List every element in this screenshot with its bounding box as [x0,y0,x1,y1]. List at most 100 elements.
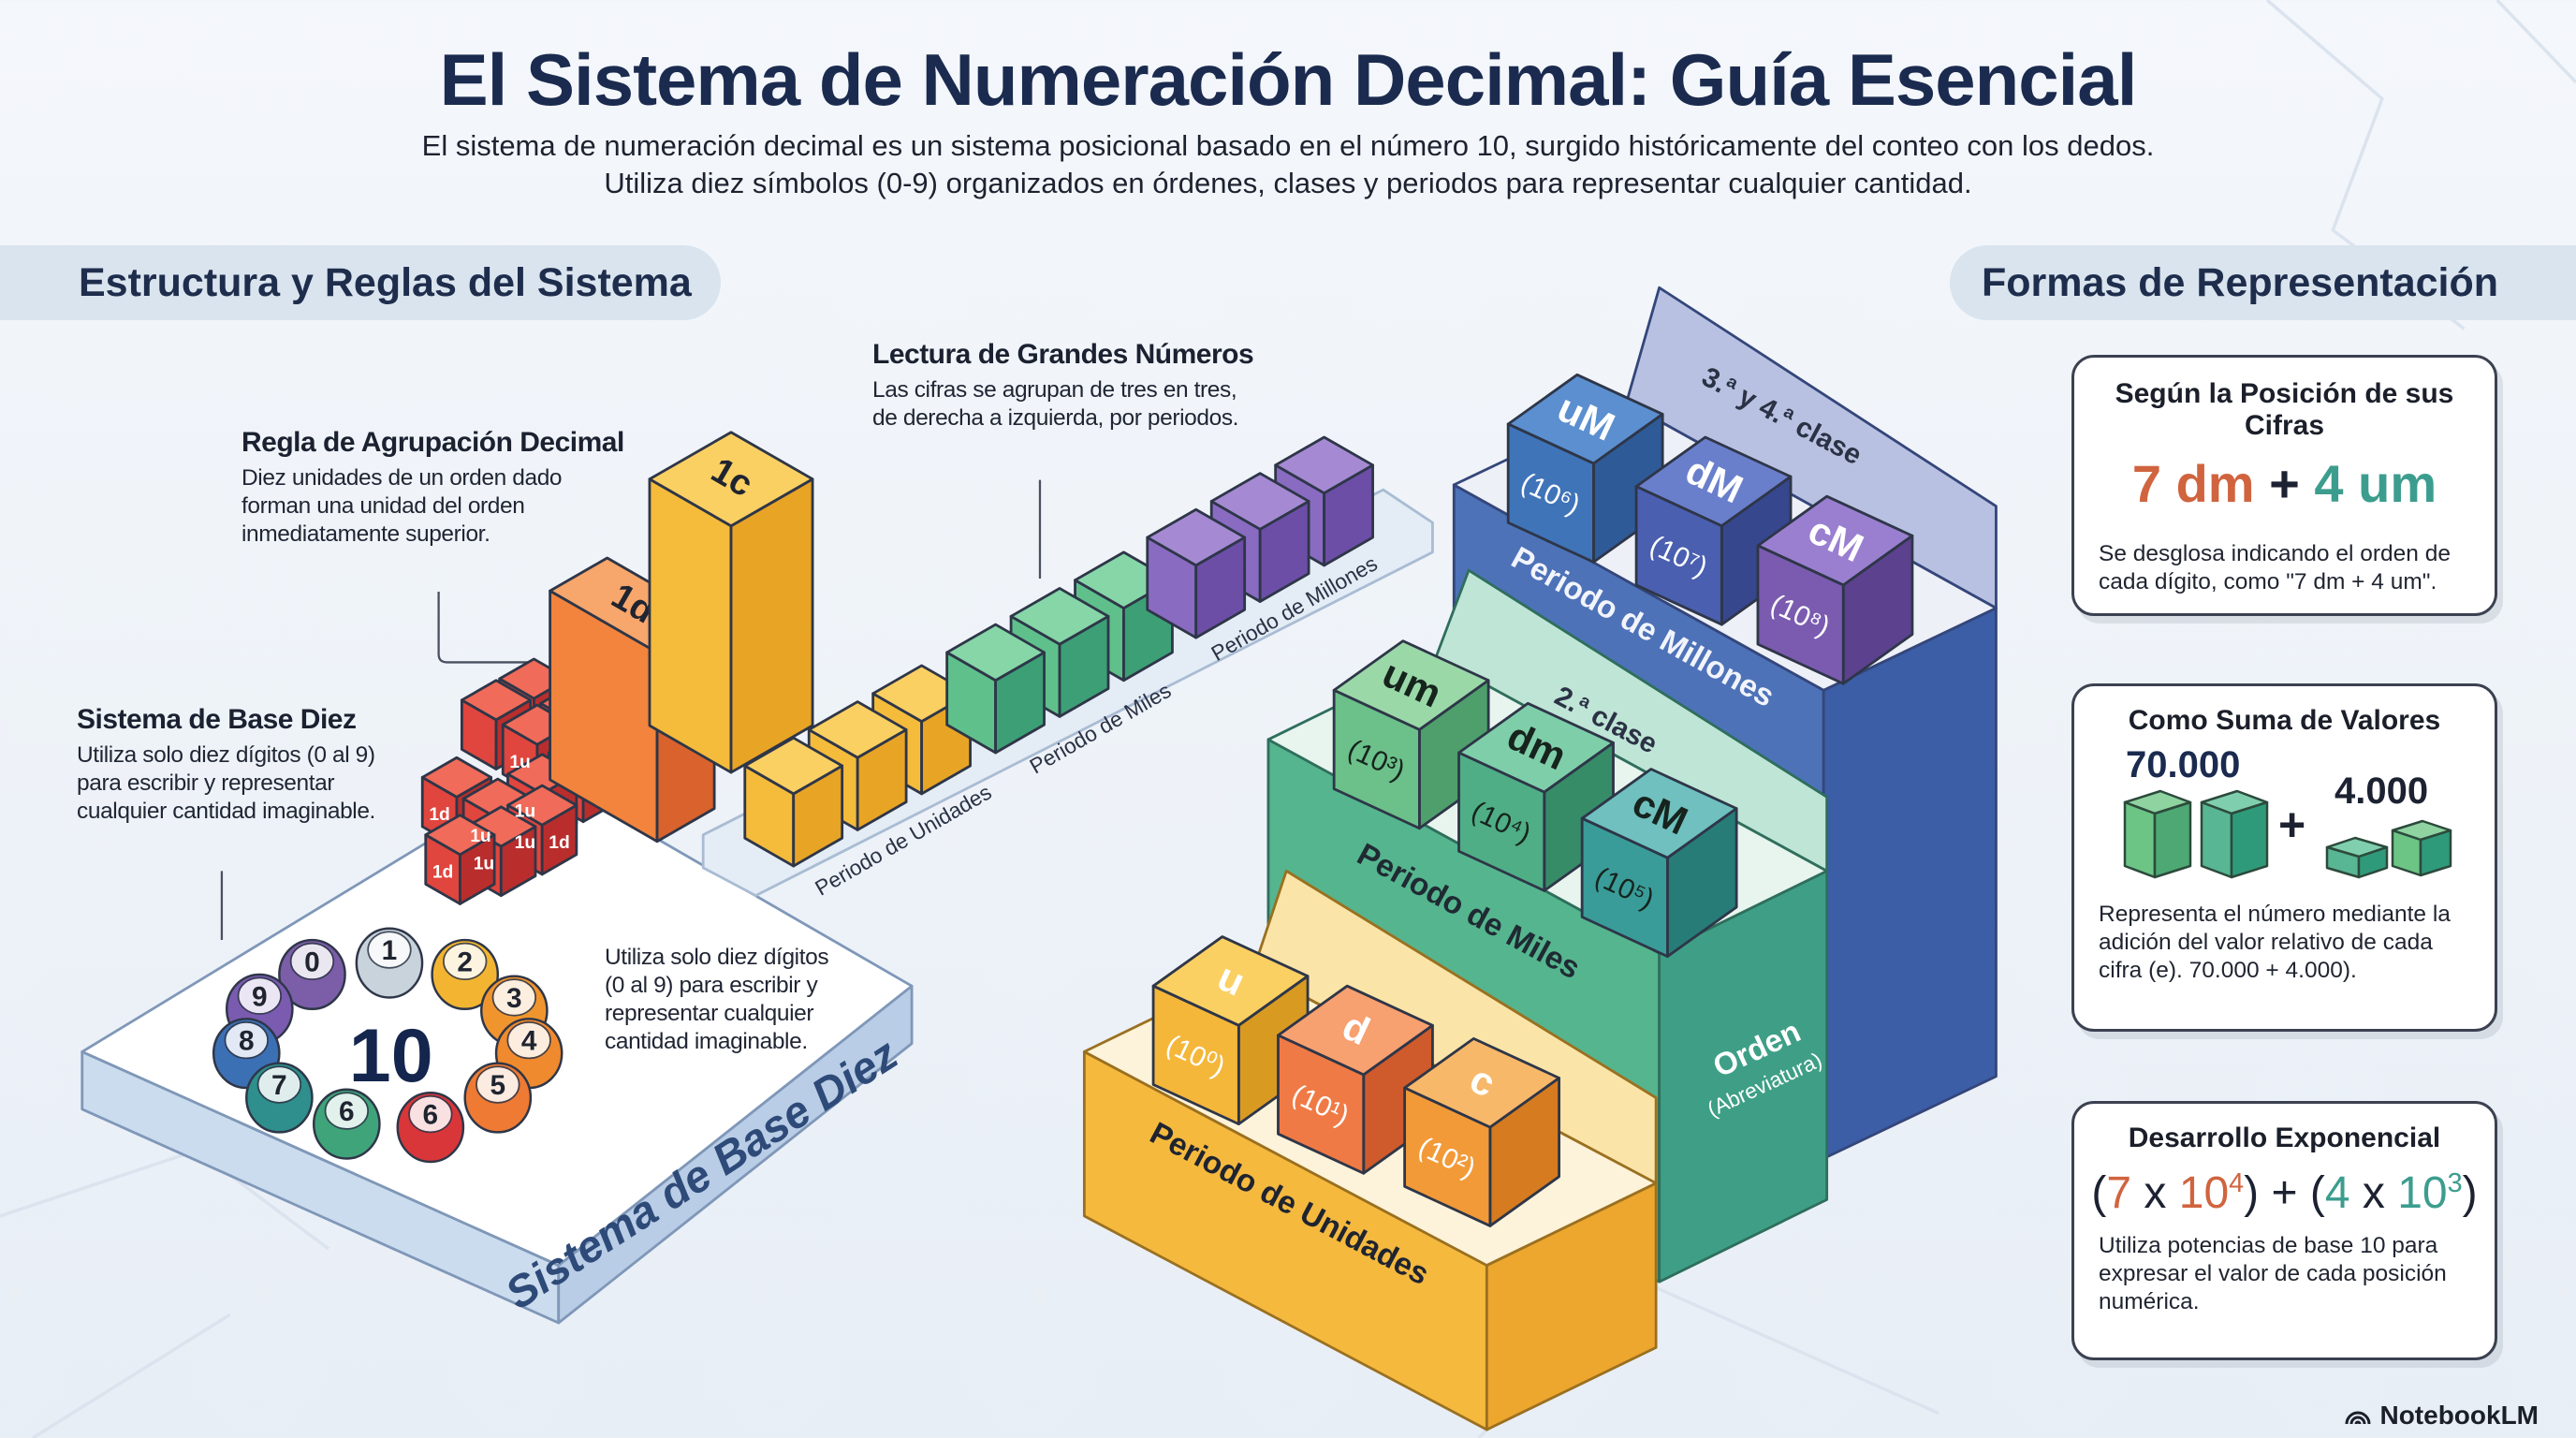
sum-blocks [2123,789,2452,879]
digit-label: 4 [521,1026,537,1057]
unit-cube [424,814,496,905]
digit-label: 5 [490,1070,505,1101]
position-card-text: Se desglosa indicando el orden de cada d… [2099,541,2451,594]
plus: + [2259,1168,2310,1218]
digit-ball: 5 [463,1062,533,1134]
box-front-face [1151,984,1240,1126]
ball-face [289,942,335,981]
grouping-rule-text: Diez unidades de un orden dado forman un… [242,465,563,547]
prism-top-face [743,736,844,796]
unit-cube-label: 1d [549,833,570,853]
order-cube: um(10³) [1332,639,1490,830]
unit-cube-label: 1u [474,855,495,874]
unit-cube-label: 1u [509,753,531,772]
formula-part: 7 dm [2131,454,2255,513]
times: x [2349,1168,2398,1218]
digit-label: 1 [382,935,398,966]
prism-top-face [420,756,493,799]
tier-side-face [1822,607,1998,1160]
center-number: 10 [349,1014,433,1098]
digit-label: 2 [457,946,473,977]
box-front-face [1506,422,1595,564]
ball-face [491,978,537,1017]
prism-top-face [1274,435,1374,495]
paren: ) [2244,1168,2260,1218]
grouping-rule-heading: Regla de Agrupación Decimal [242,427,624,458]
page-title: El Sistema de Numeración Decimal: Guía E… [439,38,2138,121]
digit-ball: 9 [225,973,294,1045]
order-cube: cM(10⁵) [1580,768,1738,959]
digit-ball: 0 [278,938,346,1011]
digit-ball: 6 [396,1092,465,1164]
base-ten-text: Utiliza solo diez dígitos (0 al 9) para … [77,742,375,824]
digit-ball: 7 [245,1062,314,1134]
thousand-block [2391,819,2452,877]
ball-face [408,1094,453,1134]
formula-part: 4 um [2314,454,2437,513]
ten-thousand-block [2200,789,2269,879]
prism-top-face [460,679,533,722]
prism-top-face [506,784,578,827]
position-card-heading: Según la Posición de sus Cifras [2115,378,2454,441]
ball-face [506,1020,551,1060]
prism-top-face [1009,587,1110,646]
prism-left-face [648,477,733,774]
base-ten-heading: Sistema de Base Diez [77,704,357,735]
box-front-face [1634,485,1723,626]
prism-top-face [945,623,1046,682]
value-4000: 4.000 [2334,770,2429,812]
unit-cube-label: 1u [515,801,536,821]
connector-lines [220,479,1042,941]
ten-thousand-block [2123,789,2192,879]
position-card: Según la Posición de sus Cifras 7 dm + 4… [2071,355,2497,616]
formula-plus: + [2269,454,2300,513]
box-front-face [1457,751,1546,892]
base: 10 [2178,1168,2230,1218]
position-formula: 7 dm + 4 um [2074,453,2495,514]
box-front-face [1756,544,1845,685]
subtitle-line: Utiliza diez símbolos (0-9) organizados … [604,167,1972,199]
sum-card-text: Representa el número mediante la adición… [2099,902,2451,983]
prism-top-face [648,431,814,528]
brand-name: NotebookLM [2379,1401,2539,1430]
ball-face [237,976,282,1015]
digit-label: 3 [506,983,522,1014]
box-front-face [1332,688,1421,830]
section-header-structure: Estructura y Reglas del Sistema [0,245,721,320]
reading-text: Las cifras se agrupan de tres en tres, d… [872,377,1239,431]
ball-face [324,1092,370,1130]
prism-top-face [1146,507,1247,567]
unit-cube-label: 1u [470,827,491,846]
box-front-face [1580,816,1669,959]
paren: ) [2462,1168,2478,1218]
digit-cube [1146,507,1247,639]
sum-visual: 70.000 + 4.000 [2074,737,2495,901]
order-cube: c(10²) [1403,1036,1560,1227]
hundreds-bar: 1c [648,431,814,774]
digit-cube [743,736,844,868]
grouping-rule-note: Regla de Agrupación Decimal Diez unidade… [242,427,625,549]
exponential-card-text: Utiliza potencias de base 10 para expres… [2099,1233,2447,1314]
digit-label: 7 [271,1070,287,1101]
digit-cube [945,623,1046,755]
digit-ball: 6 [312,1088,381,1160]
notebooklm-logo-icon [2345,1411,2371,1425]
unit-cube-label: 1d [432,862,454,882]
digit-ball: 2 [431,938,500,1011]
connector [437,591,534,664]
exponential-formula: (7 x 104) + (4 x 103) [2074,1167,2495,1219]
digit: 7 [2106,1168,2132,1218]
paren: ( [2309,1168,2325,1218]
times: x [2131,1168,2179,1218]
order-cube: dM(10⁷) [1634,435,1793,626]
notebooklm-brand: NotebookLM [2344,1401,2539,1431]
sum-plus: + [2278,799,2306,851]
reading-heading: Lectura de Grandes Números [872,339,1254,370]
reading-note: Lectura de Grandes Números Las cifras se… [872,339,1256,433]
box-front-face [1277,1034,1366,1175]
digit-label: 0 [304,946,320,977]
